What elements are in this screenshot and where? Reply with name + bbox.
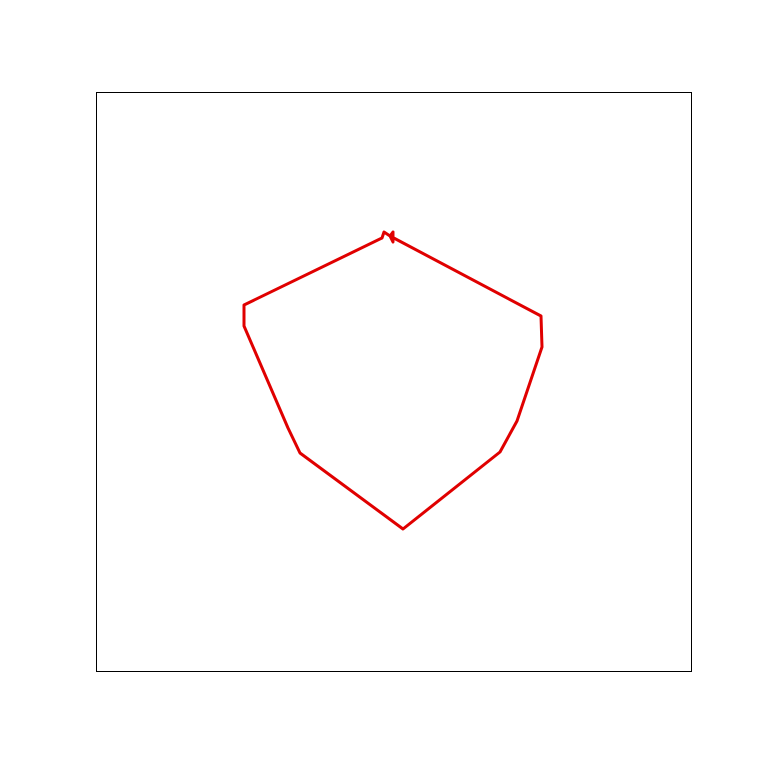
closed-outline-shape xyxy=(242,230,544,531)
plot-frame xyxy=(96,92,692,672)
